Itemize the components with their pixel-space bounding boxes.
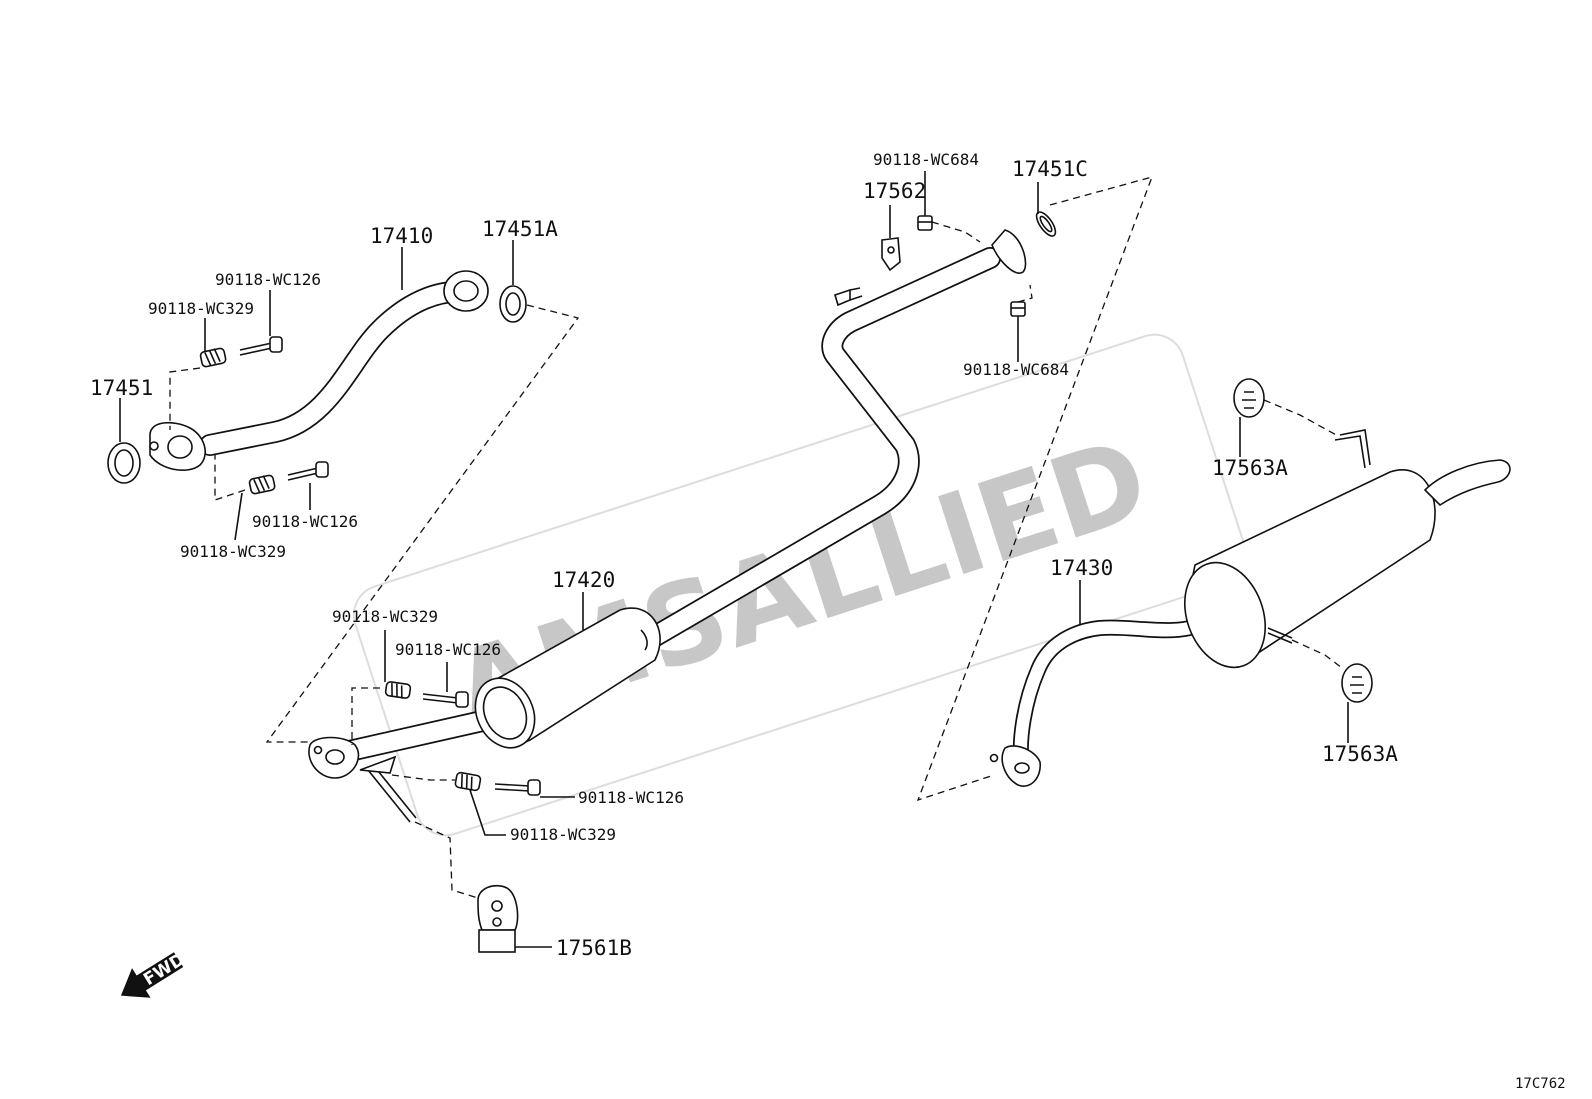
hanger-17563a-lower[interactable] bbox=[1341, 663, 1373, 703]
spring-center-upper[interactable] bbox=[384, 681, 412, 699]
label-spring-center-upper: 90118-WC329 bbox=[332, 607, 438, 626]
bolt-lower-front[interactable] bbox=[287, 461, 329, 481]
label-bolt-center-lower: 90118-WC126 bbox=[578, 788, 684, 807]
gasket-17451a[interactable] bbox=[499, 285, 527, 323]
forward-arrow-icon: FWD bbox=[120, 949, 188, 998]
label-17451a: 17451A bbox=[482, 217, 558, 241]
label-nut-upper: 90118-WC684 bbox=[873, 150, 979, 169]
nut-upper[interactable] bbox=[917, 215, 933, 231]
diagram-ref-code: 17C762 bbox=[1515, 1076, 1566, 1092]
bolt-center-lower[interactable] bbox=[494, 779, 541, 796]
bolt-upper-front[interactable] bbox=[239, 336, 283, 356]
label-17563a-lower: 17563A bbox=[1322, 742, 1398, 766]
gasket-17451[interactable] bbox=[107, 442, 141, 484]
front-pipe-assembly[interactable] bbox=[149, 270, 489, 471]
label-17562: 17562 bbox=[863, 179, 926, 203]
label-17561b: 17561B bbox=[556, 936, 632, 960]
spring-center-lower[interactable] bbox=[454, 771, 482, 792]
label-spring-lower-front: 90118-WC329 bbox=[180, 542, 286, 561]
label-spring-center-lower: 90118-WC329 bbox=[510, 825, 616, 844]
spring-lower-front[interactable] bbox=[248, 474, 276, 495]
label-spring-upper-front: 90118-WC329 bbox=[148, 299, 254, 318]
bolt-center-upper[interactable] bbox=[422, 691, 469, 708]
label-17451: 17451 bbox=[90, 376, 153, 400]
label-bolt-lower-front: 90118-WC126 bbox=[252, 512, 358, 531]
hanger-support-17562[interactable] bbox=[881, 237, 901, 272]
hanger-17561b[interactable] bbox=[477, 884, 519, 953]
label-17451c: 17451C bbox=[1012, 157, 1088, 181]
center-pipe-assembly[interactable] bbox=[308, 229, 1027, 823]
section-boundary-rear bbox=[916, 176, 1154, 802]
label-17410: 17410 bbox=[370, 224, 433, 248]
label-bolt-upper-front: 90118-WC126 bbox=[215, 270, 321, 289]
section-boundary-front bbox=[265, 304, 580, 743]
tail-pipe-assembly[interactable] bbox=[989, 429, 1511, 787]
gasket-17451c[interactable] bbox=[1033, 209, 1059, 239]
watermark: AMSALLIED bbox=[352, 333, 1248, 837]
label-17430: 17430 bbox=[1050, 556, 1113, 580]
label-nut-lower: 90118-WC684 bbox=[963, 360, 1069, 379]
label-bolt-center-upper: 90118-WC126 bbox=[395, 640, 501, 659]
label-17563a-upper: 17563A bbox=[1212, 456, 1288, 480]
spring-upper-front[interactable] bbox=[199, 347, 227, 368]
label-17420: 17420 bbox=[552, 568, 615, 592]
nut-lower[interactable] bbox=[1010, 301, 1026, 317]
hanger-17563a-upper[interactable] bbox=[1233, 378, 1265, 418]
fwd-label: FWD bbox=[140, 949, 188, 990]
